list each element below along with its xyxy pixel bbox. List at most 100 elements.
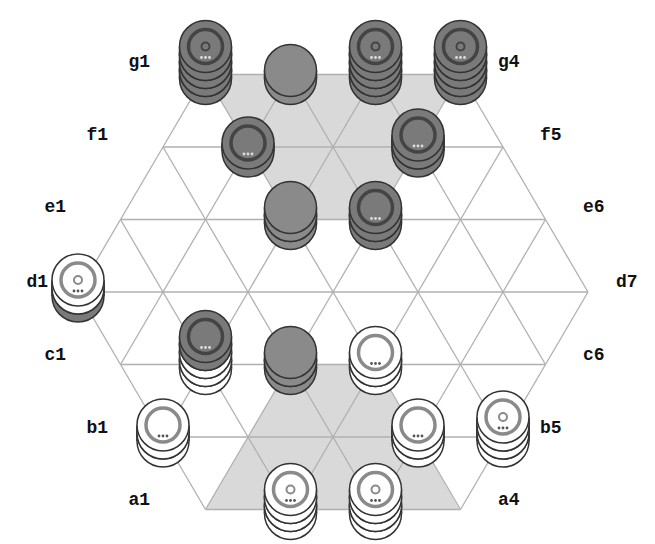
coordinate-label: c6 xyxy=(583,345,605,365)
piece-dot xyxy=(162,435,165,438)
piece-stack xyxy=(52,254,104,322)
piece-center xyxy=(372,43,380,51)
piece-dot xyxy=(293,499,296,502)
grid-line xyxy=(503,220,546,293)
piece-stack xyxy=(392,109,444,177)
piece-dot xyxy=(378,56,381,59)
piece-center xyxy=(499,413,507,421)
grid-line xyxy=(121,147,164,220)
piece-dot xyxy=(378,499,381,502)
piece-dot xyxy=(506,427,509,430)
piece-dot xyxy=(251,153,254,156)
shaded-zone xyxy=(205,75,460,220)
piece-dot xyxy=(455,56,458,59)
grid-line xyxy=(121,219,206,220)
piece-dot xyxy=(498,427,501,430)
piece-dot xyxy=(413,145,416,148)
piece-dot xyxy=(285,499,288,502)
piece-dot xyxy=(374,56,377,59)
piece-dot xyxy=(374,499,377,502)
piece-dot xyxy=(413,435,416,438)
piece-top xyxy=(392,109,444,161)
piece-stack xyxy=(180,21,232,105)
coordinate-label: f5 xyxy=(540,125,562,145)
piece-center xyxy=(457,43,465,51)
piece-ring xyxy=(189,320,223,354)
grid-line xyxy=(121,220,164,293)
piece-stack xyxy=(350,182,402,250)
piece-stack xyxy=(265,327,317,395)
piece-dot xyxy=(502,427,505,430)
piece-dot xyxy=(247,153,250,156)
piece-top xyxy=(350,327,402,379)
piece-stack xyxy=(265,464,317,540)
piece-dot xyxy=(243,153,246,156)
grid-line xyxy=(546,220,589,293)
coordinate-label: d1 xyxy=(26,272,48,292)
piece-stack xyxy=(350,464,402,540)
piece-top xyxy=(265,464,317,516)
piece-dot xyxy=(370,362,373,365)
grid-line xyxy=(546,292,589,365)
grid-lines xyxy=(78,75,588,510)
grid-line xyxy=(333,291,418,292)
piece-ring xyxy=(486,400,520,434)
piece-top xyxy=(137,399,189,451)
piece-dot xyxy=(421,435,424,438)
piece-stack xyxy=(137,399,189,467)
grid-line xyxy=(121,292,164,365)
piece-dot xyxy=(370,217,373,220)
piece-dot xyxy=(459,56,462,59)
piece-top xyxy=(265,327,317,379)
grid-line xyxy=(163,291,248,292)
coordinate-label: b5 xyxy=(540,418,562,438)
piece-dot xyxy=(77,290,80,293)
coordinate-label: e6 xyxy=(583,197,605,217)
coordinate-label: d7 xyxy=(616,272,638,292)
piece-dot xyxy=(204,346,207,349)
grid-line xyxy=(248,291,333,292)
pieces xyxy=(52,21,529,540)
piece-top xyxy=(265,45,317,97)
piece-ring xyxy=(359,473,393,507)
piece-stack xyxy=(180,311,232,395)
piece-dot xyxy=(417,145,420,148)
piece-dot xyxy=(463,56,466,59)
piece-ring xyxy=(359,30,393,64)
piece-center xyxy=(287,486,295,494)
coordinate-label: a1 xyxy=(128,490,150,510)
piece-top xyxy=(350,464,402,516)
grid-line xyxy=(163,220,206,293)
coordinate-label: g4 xyxy=(498,52,520,72)
piece-ring xyxy=(189,30,223,64)
piece-dot xyxy=(421,145,424,148)
piece-ring xyxy=(401,408,435,442)
piece-dot xyxy=(417,435,420,438)
grid-line xyxy=(461,219,546,220)
piece-dot xyxy=(204,56,207,59)
grid-line xyxy=(206,437,249,510)
piece-ring xyxy=(359,191,393,225)
piece-dot xyxy=(81,290,84,293)
piece-center xyxy=(74,276,82,284)
piece-dot xyxy=(158,435,161,438)
grid-line xyxy=(461,364,546,365)
piece-top xyxy=(222,117,274,169)
coordinate-label: a4 xyxy=(498,490,520,510)
coordinate-label: g1 xyxy=(128,52,150,72)
piece-ring xyxy=(146,408,180,442)
piece-dot xyxy=(370,499,373,502)
piece-dot xyxy=(374,362,377,365)
piece-ring xyxy=(231,126,265,160)
coordinate-label: c1 xyxy=(44,345,66,365)
piece-top xyxy=(350,21,402,73)
grid-line xyxy=(461,147,504,220)
piece-top xyxy=(435,21,487,73)
piece-stack xyxy=(265,182,317,250)
grid-line xyxy=(503,147,546,220)
coordinate-label: e1 xyxy=(44,197,66,217)
piece-top xyxy=(392,399,444,451)
grid-line xyxy=(461,220,504,293)
